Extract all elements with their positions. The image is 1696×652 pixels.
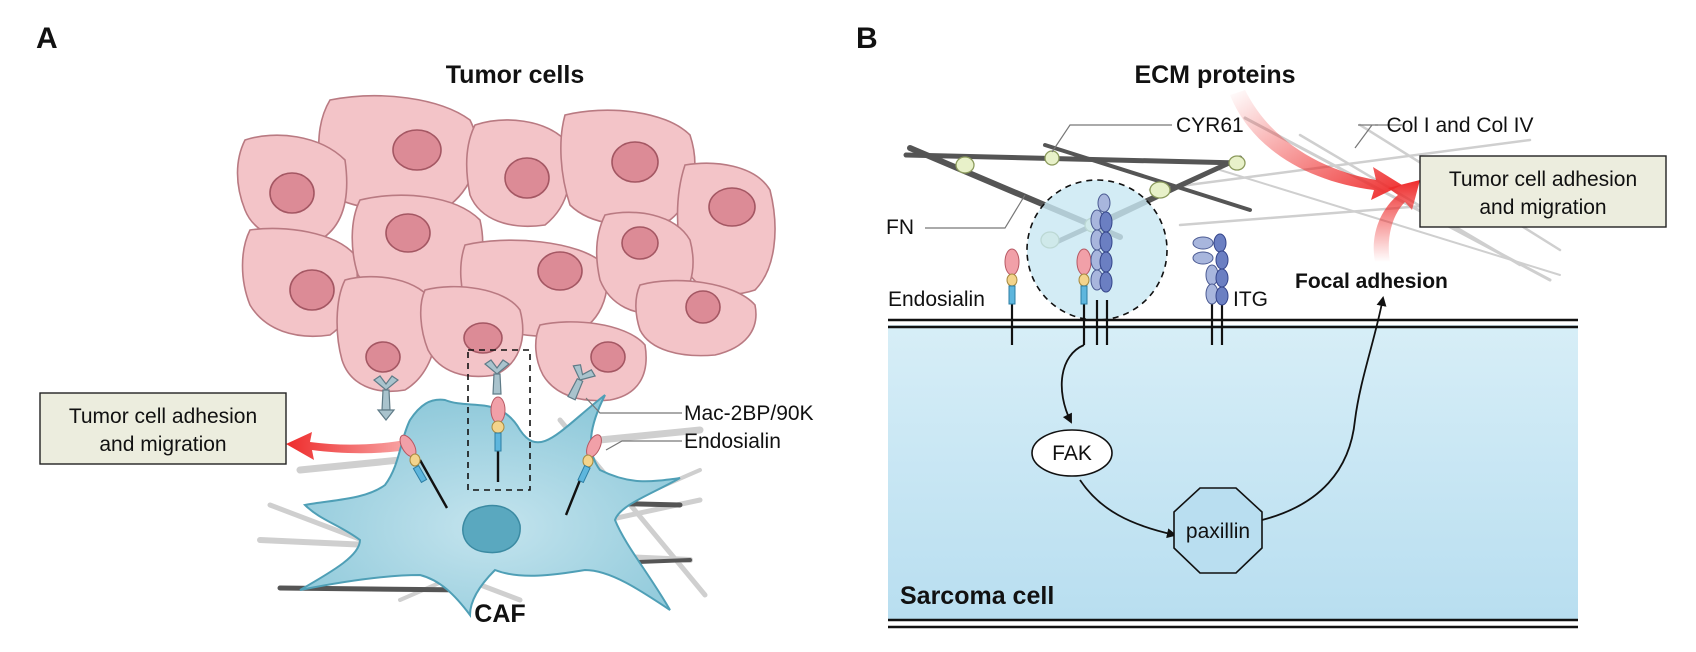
endosialin-molecule	[399, 434, 449, 509]
label-fak: FAK	[1052, 442, 1092, 465]
label-endosialin-b: Endosialin	[888, 288, 985, 311]
panel-b-letter: B	[856, 22, 878, 55]
outcome-box-a-line1: Tumor cell adhesion	[69, 405, 257, 428]
interaction-box	[467, 349, 531, 491]
label-endosialin-a: Endosialin	[684, 430, 781, 453]
outcome-box-a-line2: and migration	[99, 433, 226, 456]
sarcoma-cell	[888, 325, 1578, 621]
label-itg: ITG	[1233, 288, 1268, 311]
red-arrow-a	[286, 410, 494, 460]
panel-a: A Tumor cells	[36, 22, 814, 628]
red-arrow-b-top	[1230, 90, 1402, 200]
outcome-box-b	[1419, 155, 1667, 228]
fak-node	[1031, 429, 1113, 477]
label-mac2bp: Mac-2BP/90K	[684, 402, 814, 425]
mac2bp-molecule	[483, 359, 511, 395]
outcome-box-a	[39, 392, 287, 465]
label-col: Col I and Col IV	[1386, 114, 1533, 137]
arrow-paxillin-to-focal	[1261, 296, 1387, 521]
tumor-cell	[336, 275, 438, 392]
endosialin-receptor-left	[1004, 248, 1020, 345]
label-paxillin: paxillin	[1186, 520, 1250, 543]
panel-b-title: ECM proteins	[1134, 61, 1295, 89]
integrin-free	[1192, 233, 1229, 345]
label-focal-adhesion: Focal adhesion	[1295, 270, 1448, 293]
panel-a-letter: A	[36, 22, 58, 55]
tumor-cell-cluster	[236, 94, 776, 402]
mac2bp-molecule	[372, 375, 400, 421]
arrow-to-fak	[1060, 344, 1085, 424]
red-arrow-b-bottom	[1373, 180, 1420, 262]
endosialin-molecule	[564, 434, 602, 516]
label-cyr61: CYR61	[1176, 114, 1244, 137]
endosialin-molecule	[490, 396, 506, 482]
outcome-box-b-line2: and migration	[1479, 196, 1606, 219]
label-fn: FN	[886, 216, 914, 239]
arrow-fak-to-paxillin	[1079, 479, 1177, 539]
integrin-bound	[1090, 193, 1113, 345]
paxillin-node	[1173, 487, 1263, 574]
outcome-box-b-line1: Tumor cell adhesion	[1449, 168, 1637, 191]
mac2bp-molecule	[567, 364, 597, 401]
caf-nucleus	[462, 504, 521, 554]
label-caf: CAF	[474, 600, 525, 628]
label-sarcoma-cell: Sarcoma cell	[900, 582, 1054, 610]
panel-b: B ECM proteins	[856, 22, 1667, 629]
panel-a-title: Tumor cells	[446, 61, 584, 89]
